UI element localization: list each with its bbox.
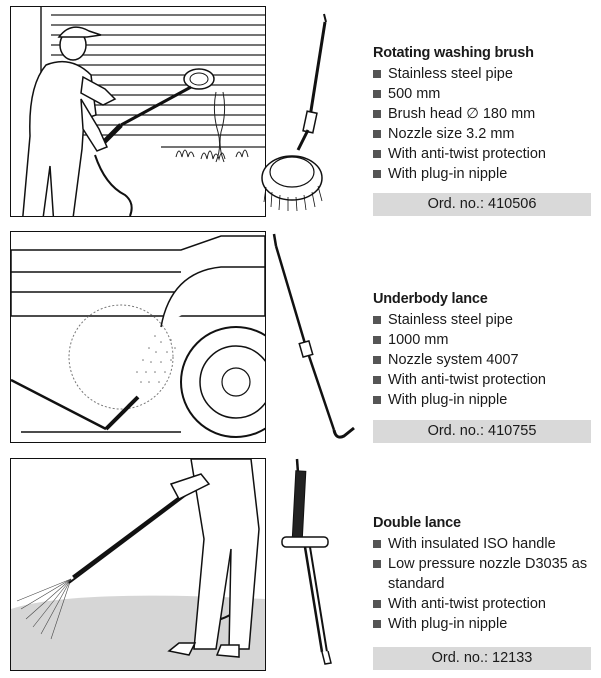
person-spraying-floor-drawing [11,459,265,670]
feature-item: 1000 mm [373,330,591,350]
double-lance-product-drawing [281,458,332,665]
feature-item: With plug-in nipple [373,614,591,634]
feature-item: With insulated ISO handle [373,534,591,554]
feature-list: Stainless steel pipe 1000 mm Nozzle syst… [373,310,591,410]
order-number-bar: Ord. no.: 410755 [373,420,591,443]
product-info-underbody-lance: Underbody lance Stainless steel pipe 100… [373,291,591,410]
product-title: Rotating washing brush [373,45,534,61]
feature-list: Stainless steel pipe 500 mm Brush head ∅… [373,64,591,184]
feature-item: Low pressure nozzle D3035 as standard [373,554,591,594]
feature-list: With insulated ISO handle Low pressure n… [373,534,591,634]
underbody-lance-product-drawing [272,233,355,439]
product-info-double-lance: Double lance With insulated ISO handle L… [373,515,591,634]
illustration-double-lance [10,458,266,671]
feature-item: Brush head ∅ 180 mm [373,104,591,124]
product-title: Double lance [373,515,461,531]
illustration-underbody-lance [10,231,266,443]
feature-item: With plug-in nipple [373,164,591,184]
vehicle-underbody-drawing [11,235,265,438]
washing-brush-product-drawing [261,13,327,212]
product-title: Underbody lance [373,291,488,307]
order-number-bar: Ord. no.: 12133 [373,647,591,670]
feature-item: With anti-twist protection [373,370,591,390]
feature-item: Nozzle size 3.2 mm [373,124,591,144]
feature-item: Stainless steel pipe [373,310,591,330]
feature-item: With anti-twist protection [373,144,591,164]
feature-item: With plug-in nipple [373,390,591,410]
product-info-washing-brush: Rotating washing brush Stainless steel p… [373,45,591,184]
illustration-washing-brush [10,6,266,217]
feature-item: 500 mm [373,84,591,104]
order-number-bar: Ord. no.: 410506 [373,193,591,216]
person-brushing-shutter-drawing [22,7,265,216]
feature-item: Nozzle system 4007 [373,350,591,370]
feature-item: Stainless steel pipe [373,64,591,84]
feature-item: With anti-twist protection [373,594,591,614]
